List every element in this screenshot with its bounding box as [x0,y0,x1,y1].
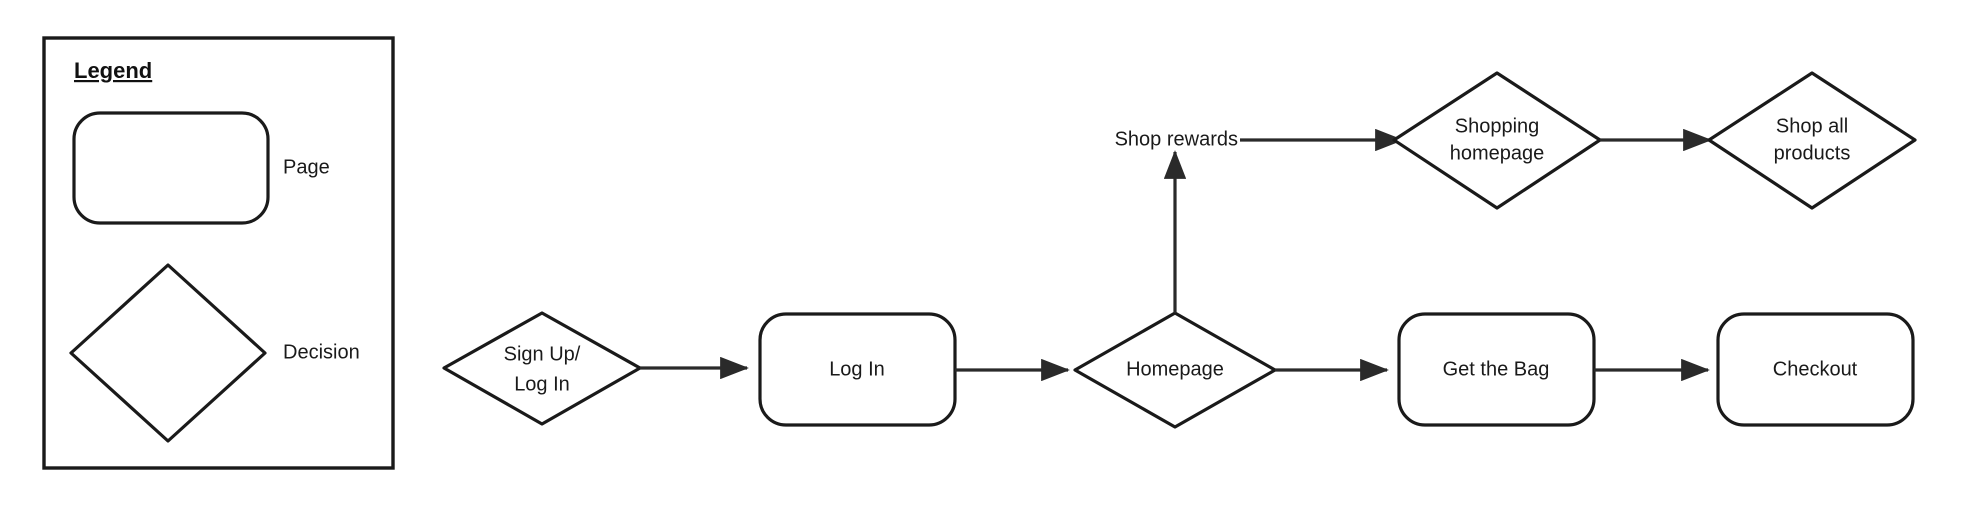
node-shop-all-products[interactable]: Shop all products [1707,71,1917,210]
legend-shape-page [72,111,270,225]
legend-label-page: Page [283,156,330,178]
node-shop-all-products-shape [1707,71,1917,210]
node-shopping-homepage[interactable]: Shopping homepage [1392,71,1602,210]
legend-panel: Legend Page Decision [42,36,395,470]
node-sign-up-log-in-line-2: Log In [514,373,570,395]
node-shopping-homepage-line-2: homepage [1450,142,1545,164]
legend-title: Legend [74,58,152,83]
node-sign-up-log-in-shape [442,311,642,426]
node-get-the-bag-label: Get the Bag [1443,358,1550,380]
legend-shape-decision [69,263,267,443]
node-checkout[interactable]: Checkout [1716,312,1915,427]
node-checkout-label: Checkout [1773,358,1858,380]
node-shopping-homepage-shape [1392,71,1602,210]
node-shop-rewards[interactable]: Shop rewards [1115,128,1238,150]
node-shop-all-products-line-1: Shop all [1776,115,1848,137]
node-sign-up-log-in[interactable]: Sign Up/ Log In [442,311,642,426]
node-log-in[interactable]: Log In [758,312,957,427]
node-homepage-label: Homepage [1126,358,1224,380]
legend-border [42,36,395,470]
node-shopping-homepage-line-1: Shopping [1455,115,1540,137]
node-shop-rewards-label: Shop rewards [1115,128,1238,150]
node-homepage[interactable]: Homepage [1073,311,1277,429]
legend-label-decision: Decision [283,341,360,363]
node-get-the-bag[interactable]: Get the Bag [1397,312,1596,427]
node-shop-all-products-line-2: products [1774,142,1851,164]
node-sign-up-log-in-line-1: Sign Up/ [504,343,581,365]
node-homepage-shape [1073,311,1277,429]
node-checkout-shape [1716,312,1915,427]
node-log-in-label: Log In [829,358,885,380]
